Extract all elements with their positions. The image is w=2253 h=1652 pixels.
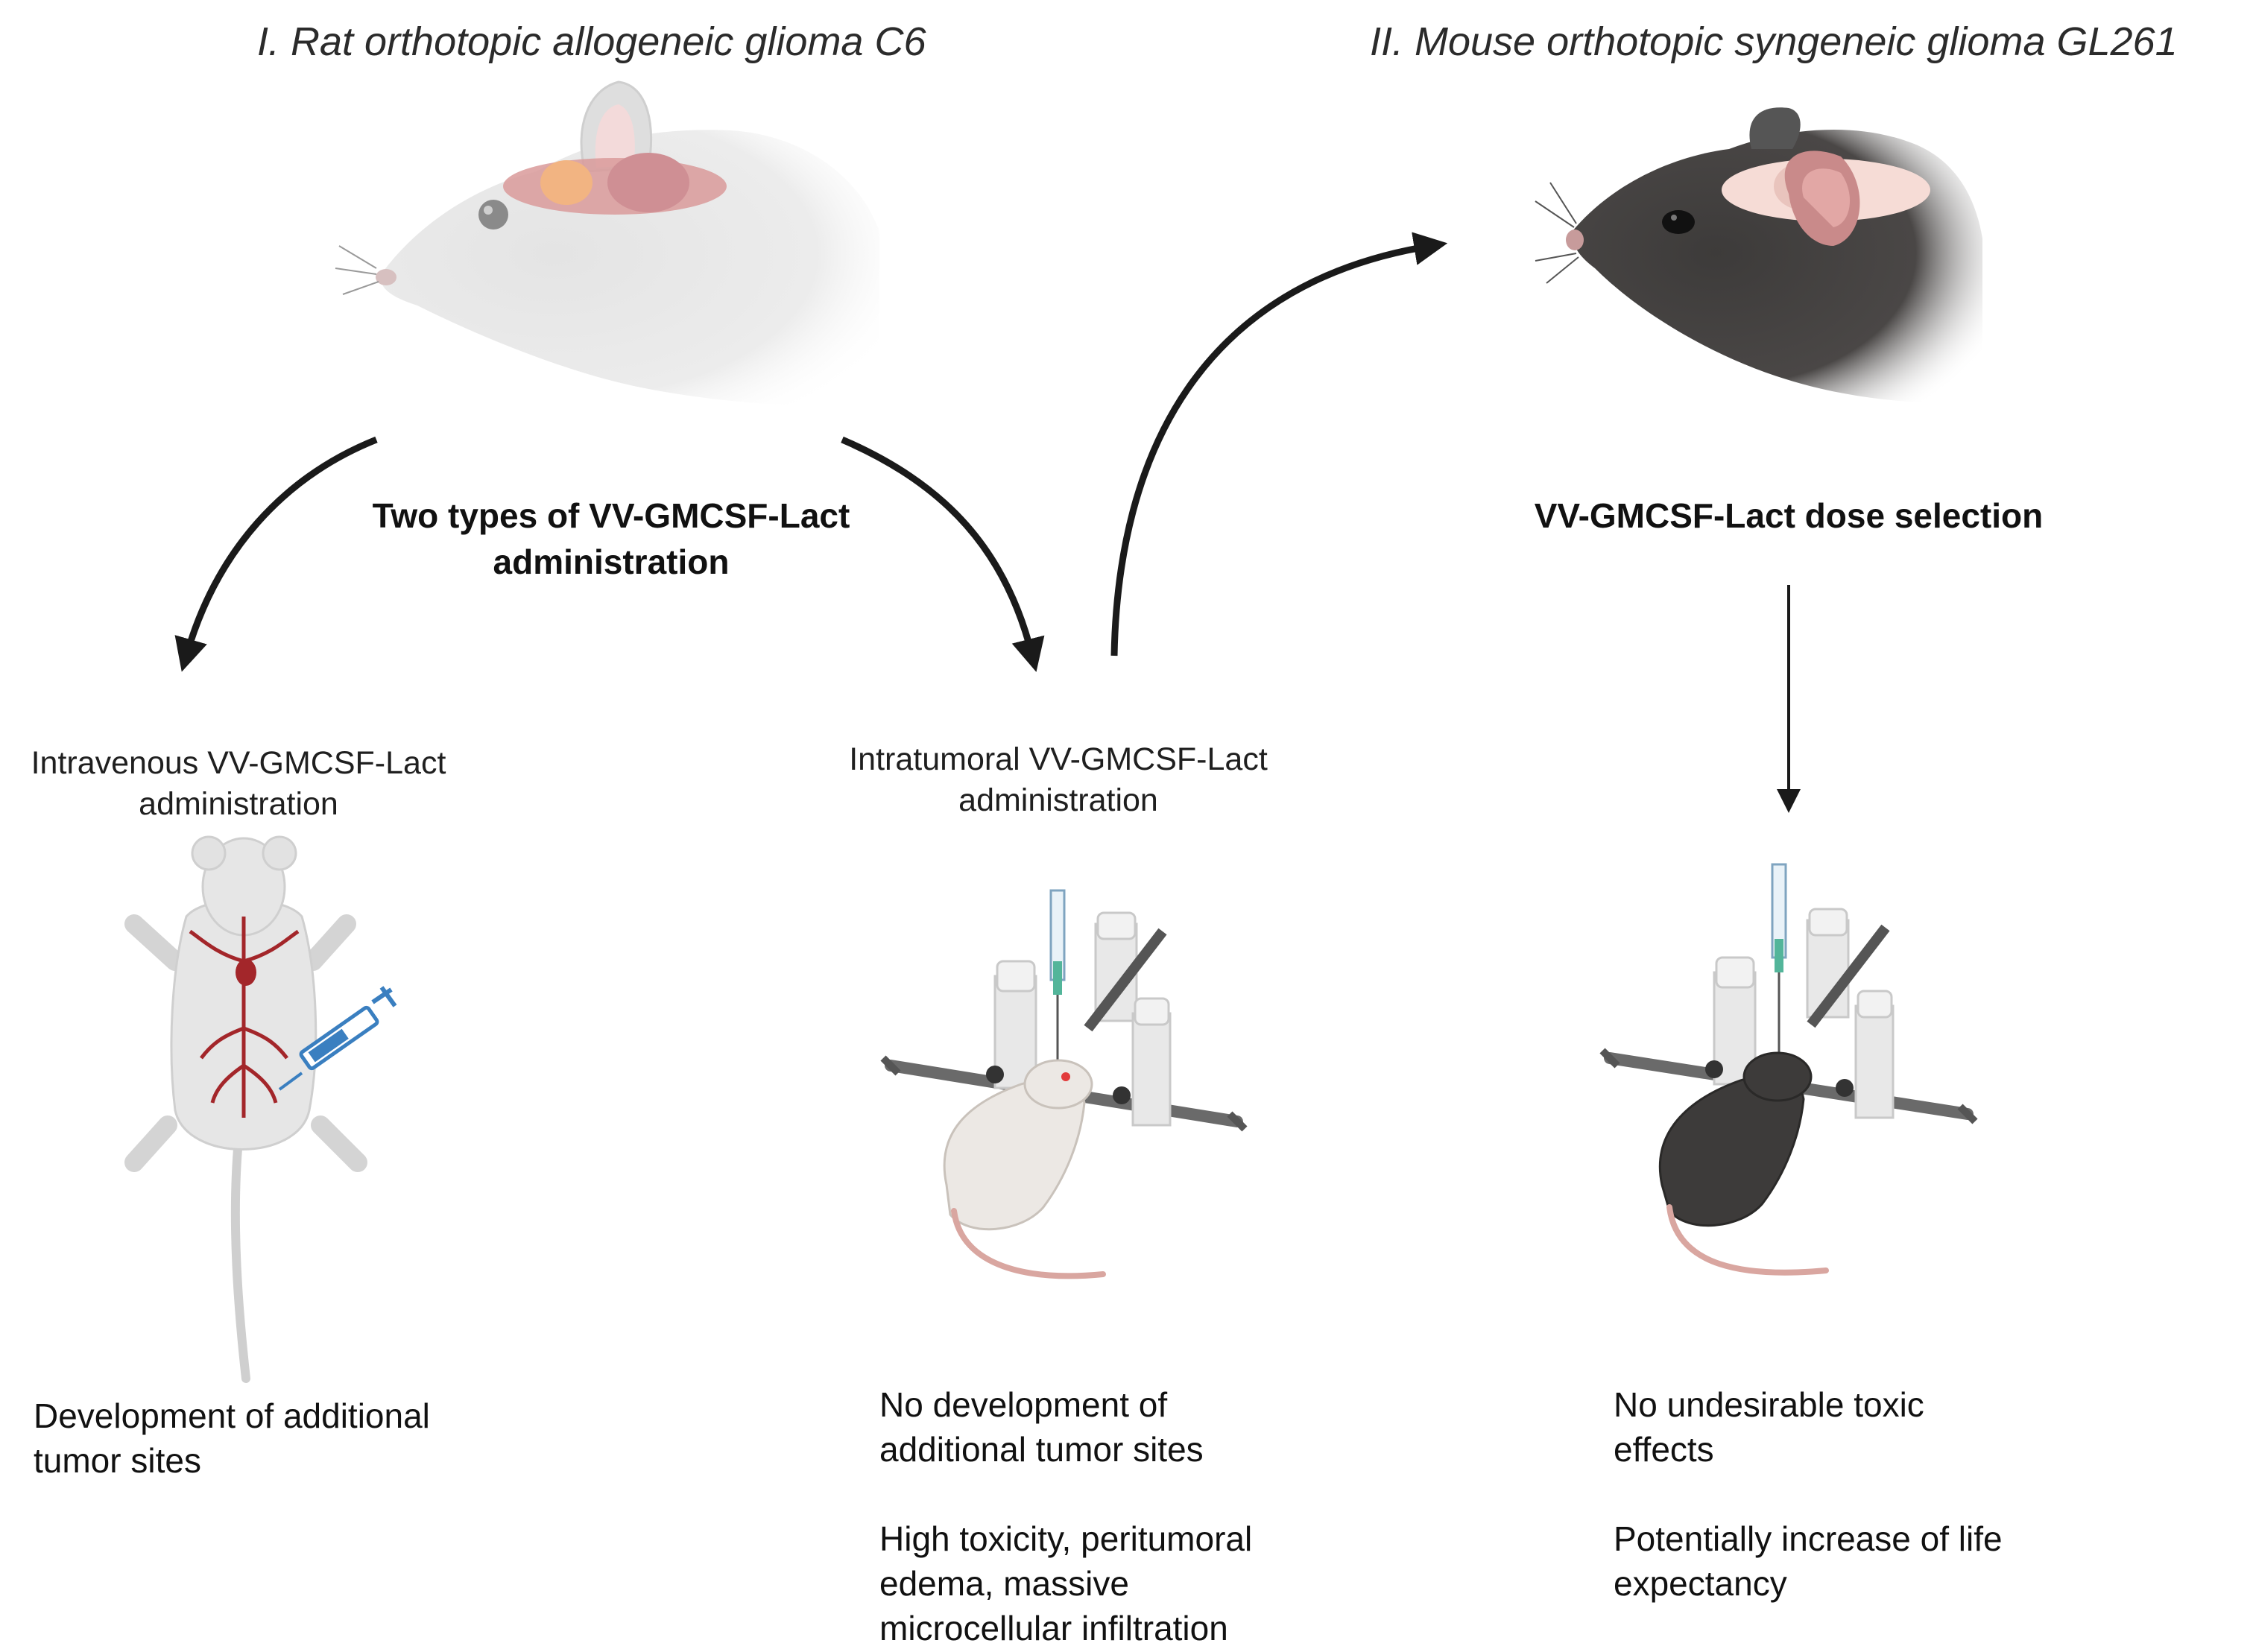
mouse-model-title: II. Mouse orthotopic syngeneic glioma GL… bbox=[1370, 19, 2178, 64]
mouse-in-frame-icon bbox=[1658, 1051, 1829, 1276]
stereotaxic-frame-icon bbox=[1599, 863, 1978, 1124]
mouse-outcome-a-line2: effects bbox=[1614, 1430, 1714, 1469]
arrow-to-intratumoral bbox=[841, 436, 1045, 672]
mouse-outcome-b-line1: Potentially increase of life bbox=[1614, 1519, 2003, 1558]
arrow-to-intravenous bbox=[174, 436, 378, 672]
it-outcome-b-line3: microcellular infiltration bbox=[879, 1609, 1228, 1648]
administration-types-line2: administration bbox=[493, 542, 730, 581]
administration-types-line1: Two types of VV-GMCSF-Lact bbox=[372, 496, 850, 535]
dose-selection-title: VV-GMCSF-Lact dose selection bbox=[1534, 496, 2044, 535]
stereotaxic-frame-icon bbox=[880, 889, 1248, 1132]
syringe-icon bbox=[278, 986, 397, 1091]
intratumoral-outcome: No development of additional tumor sites… bbox=[879, 1382, 1446, 1651]
rat-in-frame-icon bbox=[943, 1059, 1106, 1279]
mouse-outcome-b-line2: expectancy bbox=[1614, 1564, 1787, 1603]
mouse-outcome: No undesirable toxic effects Potentially… bbox=[1614, 1382, 2195, 1606]
administration-types-title: Two types of VV-GMCSF-Lact administratio… bbox=[328, 496, 894, 582]
it-outcome-b-line2: edema, massive bbox=[879, 1564, 1129, 1603]
intravenous-line1: Intravenous VV-GMCSF-Lact bbox=[31, 745, 446, 781]
arrow-to-mouse-model bbox=[1110, 232, 1448, 656]
intravenous-line2: administration bbox=[139, 786, 338, 822]
intratumoral-line1: Intratumoral VV-GMCSF-Lact bbox=[849, 741, 1268, 777]
intravenous-outcome: Development of additional tumor sites bbox=[34, 1393, 555, 1483]
mouse-head-icon bbox=[1535, 107, 1982, 404]
intratumoral-line2: administration bbox=[958, 782, 1158, 818]
it-outcome-b-line1: High toxicity, peritumoral bbox=[879, 1519, 1253, 1558]
rat-supine-icon bbox=[124, 835, 367, 1383]
rat-head-icon bbox=[335, 80, 879, 405]
it-outcome-a-line2: additional tumor sites bbox=[879, 1430, 1204, 1469]
it-outcome-a-line1: No development of bbox=[879, 1385, 1168, 1424]
mouse-outcome-a-line1: No undesirable toxic bbox=[1614, 1385, 1924, 1424]
iv-outcome-line1: Development of additional bbox=[34, 1396, 430, 1435]
intravenous-route-label: Intravenous VV-GMCSF-Lact administration bbox=[15, 745, 462, 823]
intratumoral-route-label: Intratumoral VV-GMCSF-Lact administratio… bbox=[827, 741, 1289, 819]
iv-outcome-line2: tumor sites bbox=[34, 1441, 201, 1480]
rat-model-title: I. Rat orthotopic allogeneic glioma C6 bbox=[257, 19, 926, 64]
